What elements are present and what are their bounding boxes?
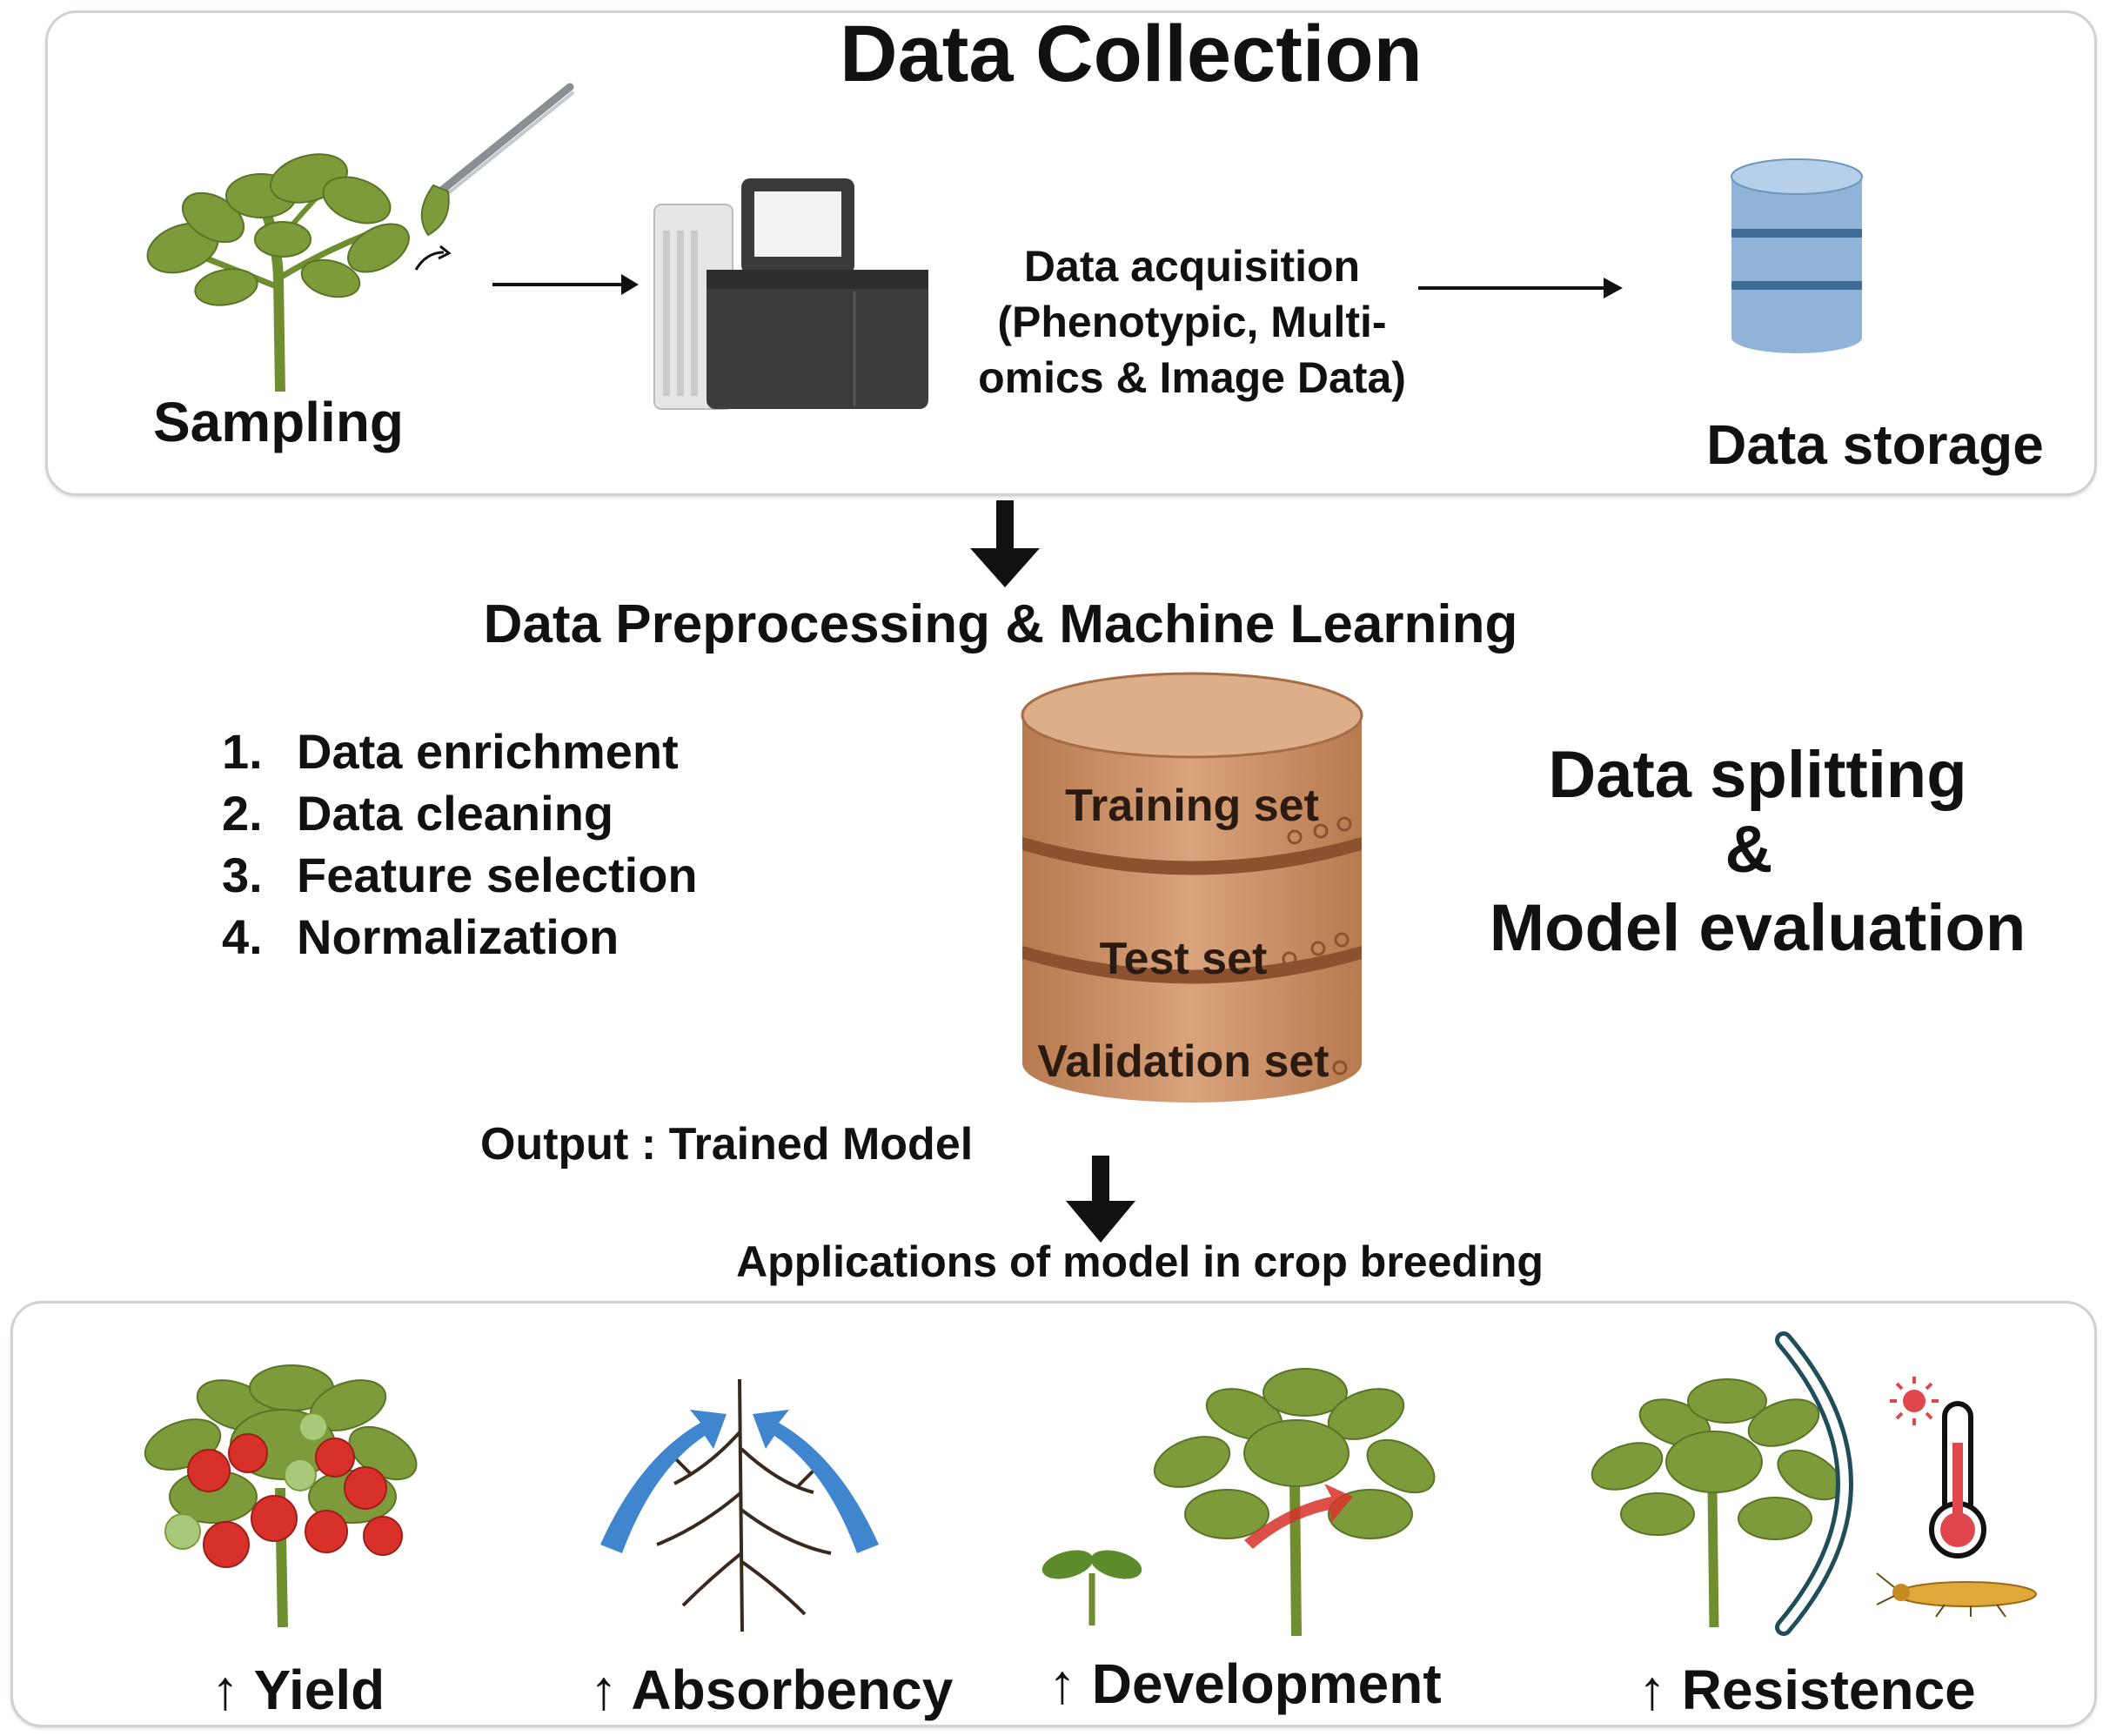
seedling-icon bbox=[1041, 1550, 1142, 1625]
arrow-up-icon: ↑ bbox=[1638, 1659, 1666, 1721]
data-acquisition-line-1: Data acquisition bbox=[1023, 242, 1361, 291]
sampling-label: Sampling bbox=[152, 391, 405, 453]
arrow-down-icon bbox=[1066, 1156, 1135, 1243]
applications-title: Applications of model in crop breeding bbox=[736, 1237, 1544, 1286]
yield-label: ↑ Yield bbox=[211, 1659, 385, 1721]
data-splitting-line-1: Data splitting bbox=[1548, 738, 1967, 812]
output-label: Output : Trained Model bbox=[480, 1119, 974, 1170]
absorbency-label: ↑ Absorbency bbox=[590, 1659, 954, 1721]
test-set-label: Test set bbox=[1099, 934, 1268, 984]
training-set-label: Training set bbox=[1065, 781, 1319, 831]
data-acquisition-line-3: omics & Image Data) bbox=[978, 353, 1406, 402]
data-splitting-line-2: & bbox=[1725, 813, 1773, 887]
arrow-up-icon: ↑ bbox=[590, 1659, 618, 1721]
data-storage-label: Data storage bbox=[1706, 413, 2044, 476]
sequencer-machine-icon bbox=[653, 178, 928, 410]
insect-pest-icon bbox=[1876, 1572, 2037, 1618]
list-item: 1.Data enrichment bbox=[222, 724, 679, 779]
validation-set-label: Validation set bbox=[1037, 1036, 1329, 1087]
tomato-plant-icon bbox=[146, 153, 410, 392]
arrow-down-icon bbox=[970, 500, 1040, 587]
arrow-up-icon: ↑ bbox=[211, 1659, 239, 1721]
resistant-plant-icon bbox=[1591, 1378, 1843, 1628]
shield-arc-icon bbox=[1775, 1331, 1853, 1636]
arrow-right-icon bbox=[492, 274, 639, 295]
growing-plant-icon bbox=[1153, 1368, 1436, 1637]
roots-absorption-icon bbox=[600, 1378, 879, 1632]
thermometer-icon bbox=[1929, 1401, 1986, 1558]
tweezers-icon bbox=[414, 83, 574, 271]
list-item: 3.Feature selection bbox=[222, 848, 698, 902]
resistence-label: ↑ Resistence bbox=[1638, 1659, 1976, 1721]
data-collection-title: Data Collection bbox=[840, 10, 1423, 98]
preprocessing-title: Data Preprocessing & Machine Learning bbox=[483, 594, 1518, 654]
development-label: ↑ Development bbox=[1048, 1652, 1442, 1715]
list-item: 4.Normalization bbox=[222, 909, 620, 964]
data-acquisition-line-2: (Phenotypic, Multi- bbox=[997, 298, 1387, 346]
preprocessing-steps-list: 1.Data enrichment 2.Data cleaning 3.Feat… bbox=[222, 721, 698, 968]
data-splitting-line-3: Model evaluation bbox=[1489, 891, 2026, 965]
tomato-fruit-plant-icon bbox=[144, 1364, 418, 1628]
sun-heat-icon bbox=[1890, 1377, 1939, 1425]
dataset-database-icon bbox=[1021, 672, 1363, 1103]
arrow-up-icon: ↑ bbox=[1048, 1652, 1076, 1715]
arrow-right-icon bbox=[1418, 278, 1623, 298]
list-item: 2.Data cleaning bbox=[222, 786, 614, 841]
database-storage-icon bbox=[1731, 158, 1863, 353]
